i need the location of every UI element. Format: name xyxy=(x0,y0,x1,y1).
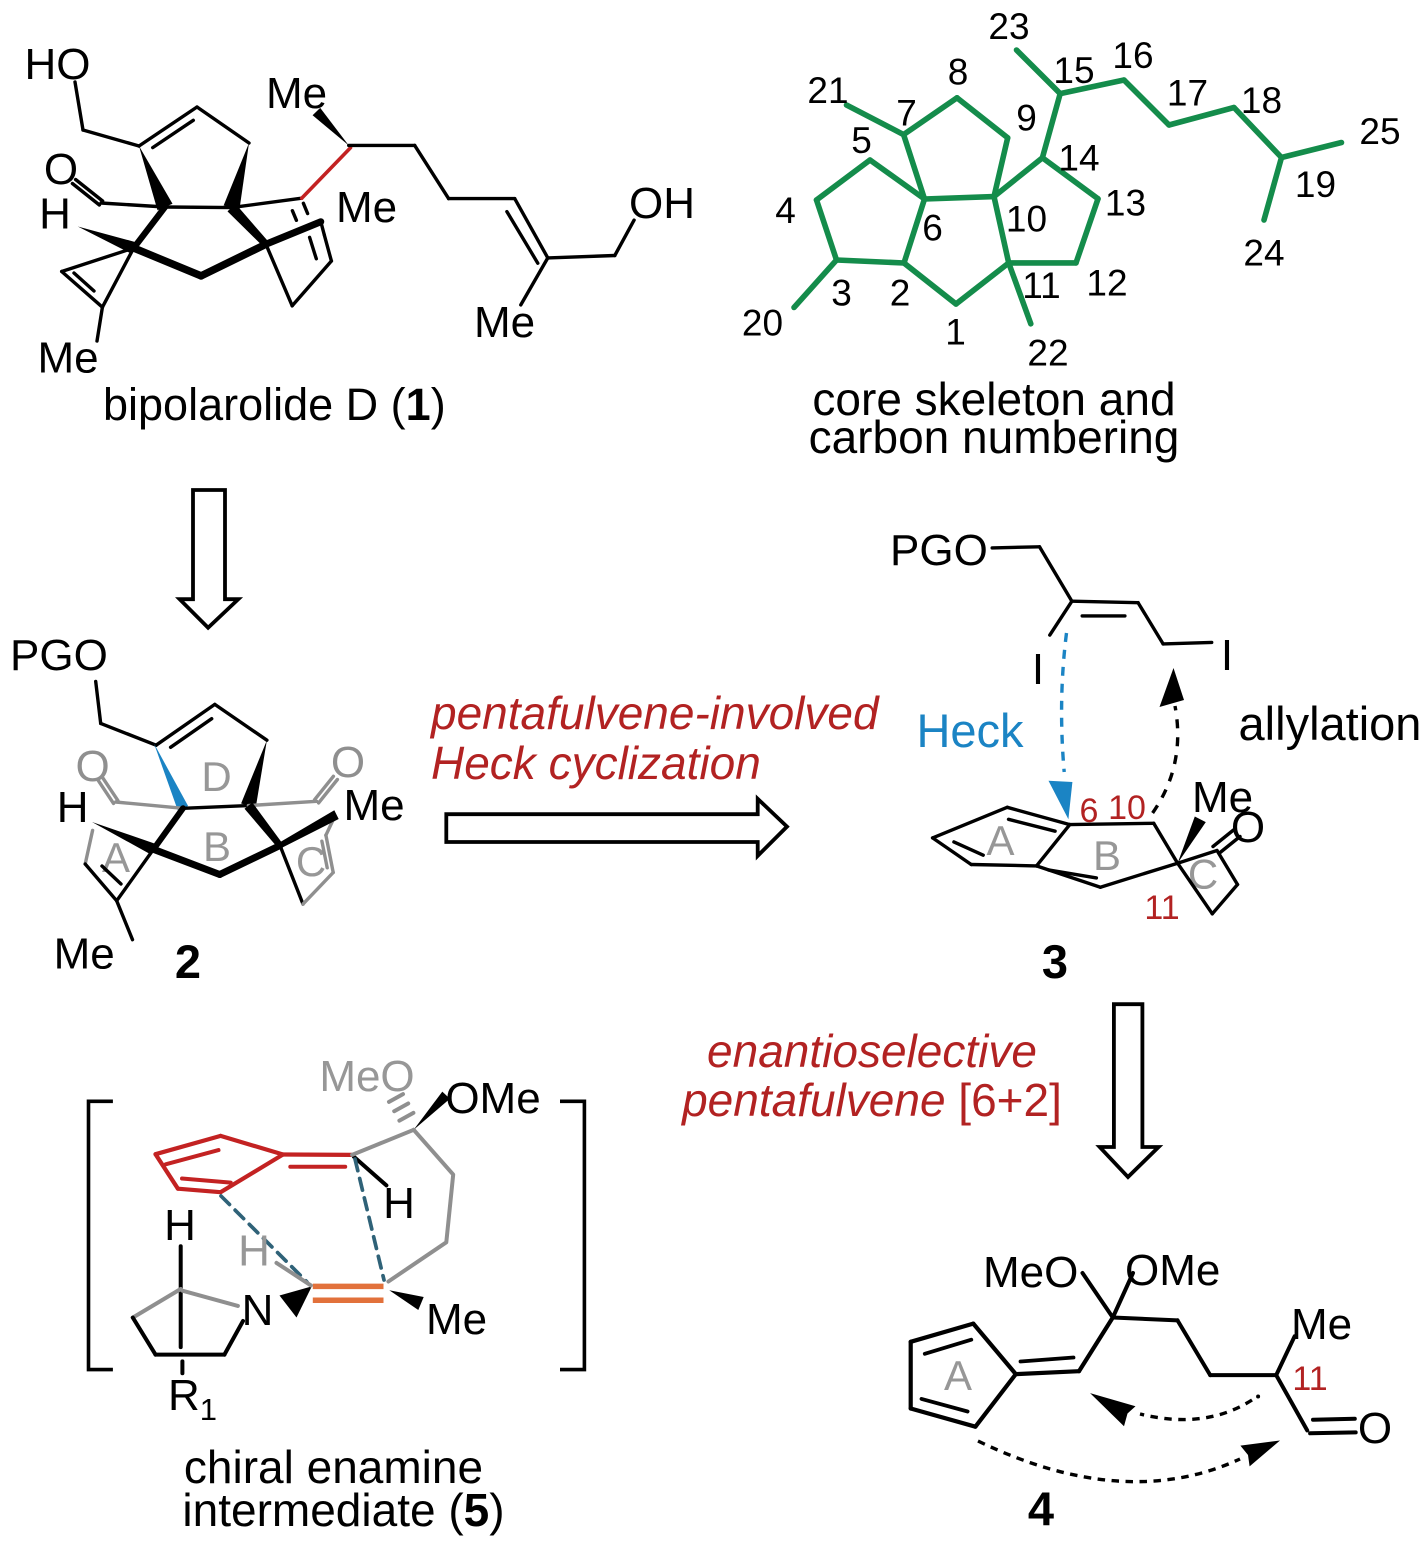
svg-text:6: 6 xyxy=(922,208,943,249)
svg-text:pentafulvene [6+2]: pentafulvene [6+2] xyxy=(680,1074,1062,1126)
svg-text:Me: Me xyxy=(1291,1300,1352,1349)
svg-text:I: I xyxy=(1032,645,1044,694)
svg-text:D: D xyxy=(201,753,231,800)
svg-text:MeO: MeO xyxy=(983,1248,1078,1297)
svg-text:20: 20 xyxy=(742,303,783,344)
svg-text:Me: Me xyxy=(426,1295,487,1344)
svg-text:Heck cyclization: Heck cyclization xyxy=(431,737,761,789)
svg-text:4: 4 xyxy=(775,190,796,231)
svg-text:PGO: PGO xyxy=(10,631,108,680)
svg-text:H: H xyxy=(164,1201,196,1250)
svg-text:21: 21 xyxy=(807,70,848,111)
svg-text:8: 8 xyxy=(948,52,969,93)
svg-text:carbon numbering: carbon numbering xyxy=(809,411,1180,463)
svg-text:B: B xyxy=(1093,832,1121,879)
svg-text:10: 10 xyxy=(1006,199,1047,240)
svg-text:19: 19 xyxy=(1295,164,1336,205)
svg-text:2: 2 xyxy=(890,273,911,314)
svg-text:3: 3 xyxy=(831,273,852,314)
svg-text:Me: Me xyxy=(474,298,535,347)
svg-text:allylation: allylation xyxy=(1239,697,1422,750)
svg-text:16: 16 xyxy=(1112,35,1153,76)
svg-text:A: A xyxy=(102,834,130,881)
svg-text:23: 23 xyxy=(988,6,1029,47)
svg-text:3: 3 xyxy=(1042,935,1068,988)
svg-text:11: 11 xyxy=(1144,889,1179,927)
svg-text:intermediate (5): intermediate (5) xyxy=(182,1484,504,1536)
svg-text:2: 2 xyxy=(175,935,201,988)
svg-text:O: O xyxy=(1358,1404,1392,1453)
svg-text:Me: Me xyxy=(336,183,397,232)
svg-text:1: 1 xyxy=(945,312,966,353)
svg-text:13: 13 xyxy=(1105,183,1146,224)
svg-text:B: B xyxy=(203,823,231,870)
svg-text:H: H xyxy=(57,783,89,832)
svg-text:OMe: OMe xyxy=(445,1074,540,1123)
svg-text:HO: HO xyxy=(25,40,91,89)
svg-text:25: 25 xyxy=(1359,111,1400,152)
svg-text:H: H xyxy=(238,1227,270,1276)
svg-text:O: O xyxy=(1231,803,1265,852)
svg-text:pentafulvene-involved: pentafulvene-involved xyxy=(429,687,880,739)
svg-text:7: 7 xyxy=(896,93,917,134)
svg-text:enantioselective: enantioselective xyxy=(707,1025,1037,1077)
svg-text:PGO: PGO xyxy=(890,526,988,575)
svg-text:OH: OH xyxy=(629,179,695,228)
svg-text:18: 18 xyxy=(1241,80,1282,121)
svg-text:14: 14 xyxy=(1058,138,1099,179)
svg-text:OMe: OMe xyxy=(1125,1246,1220,1295)
svg-text:22: 22 xyxy=(1027,333,1068,374)
svg-text:Me: Me xyxy=(343,781,404,830)
svg-text:12: 12 xyxy=(1086,263,1127,304)
svg-text:24: 24 xyxy=(1243,233,1284,274)
svg-text:Heck: Heck xyxy=(916,704,1024,757)
svg-text:Me: Me xyxy=(54,930,115,979)
svg-text:H: H xyxy=(383,1179,415,1228)
svg-text:A: A xyxy=(986,817,1014,864)
svg-text:N: N xyxy=(242,1286,274,1335)
svg-text:O: O xyxy=(44,145,78,194)
svg-text:11: 11 xyxy=(1022,265,1060,306)
svg-text:10: 10 xyxy=(1108,789,1146,827)
svg-text:H: H xyxy=(39,190,71,239)
svg-text:17: 17 xyxy=(1167,73,1208,114)
svg-text:5: 5 xyxy=(851,120,872,161)
svg-text:9: 9 xyxy=(1016,98,1037,139)
svg-text:bipolarolide D (1): bipolarolide D (1) xyxy=(103,379,446,430)
svg-text:15: 15 xyxy=(1053,50,1094,91)
svg-text:Me: Me xyxy=(37,334,98,383)
svg-text:11: 11 xyxy=(1292,1360,1327,1398)
svg-text:I: I xyxy=(1221,631,1233,680)
svg-text:4: 4 xyxy=(1028,1482,1054,1535)
svg-text:A: A xyxy=(944,1352,972,1399)
